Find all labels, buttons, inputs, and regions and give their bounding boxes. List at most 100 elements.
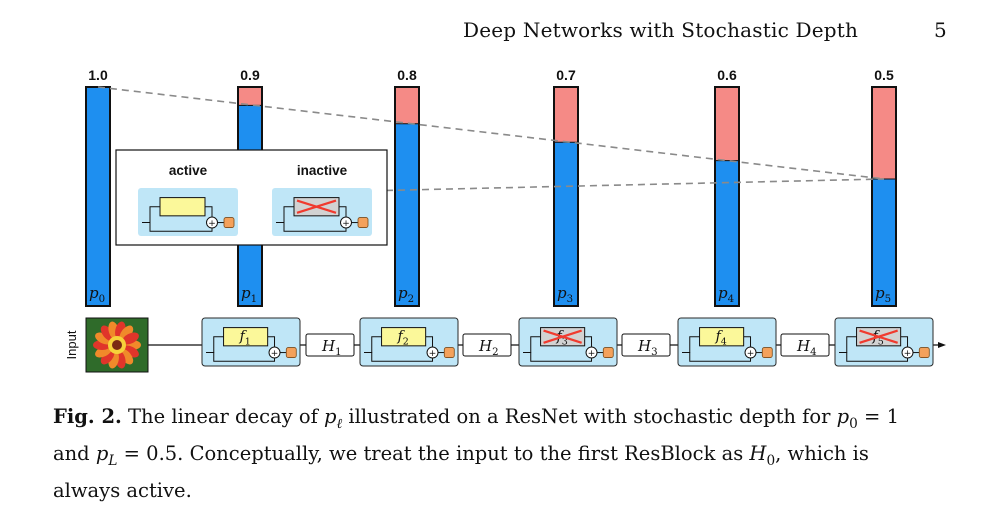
caption-line-1: Fig. 2. The linear decay of pℓ illustrat… [53,402,953,439]
bar-p-label: p2 [398,284,414,305]
flower-core [112,340,122,350]
drop-segment [238,87,262,106]
relu-node-icon [602,347,614,358]
transition-box [305,333,355,357]
survival-segment [872,178,896,306]
residual-skip-path [276,206,294,224]
caption-math: p [95,441,109,465]
transition-label: H2 [478,337,499,358]
caption-text: illustrated on a ResNet with stochastic … [342,405,837,428]
residual-output-path [339,206,347,217]
residual-skip-path [206,336,224,354]
input-image [85,317,149,373]
plus-icon: + [747,349,755,359]
residual-skip-path [364,336,382,354]
residual-output-path [743,336,752,347]
residual-function-box [223,327,269,347]
relu-node-icon [918,347,930,358]
caption-math: p [836,405,850,428]
caption-math-sub: ℓ [336,415,343,432]
cross-icon [859,329,898,344]
plus-icon: + [904,349,912,359]
bar-group-2: 0.8p2 [394,67,420,307]
petal-shape [119,349,134,365]
page-number: 5 [934,18,947,42]
caption-math: H [749,441,767,465]
caption-line-2: and pL = 0.5. Conceptually, we treat the… [53,439,953,476]
bar-outline [714,86,740,307]
arrow-icon [938,342,946,348]
transition-label: H4 [796,337,817,358]
bar-p-label: p0 [89,284,105,305]
relu-node-icon [223,217,235,228]
bar-outline [871,86,897,307]
caption-line-3: always active. [53,478,192,502]
petal-shape [122,332,139,345]
cross-icon [296,199,337,214]
drop-segment [554,87,578,143]
bar-group-5: 0.5p5 [871,67,897,307]
resblock-2: f2 + [359,317,459,367]
bar-outline [553,86,579,307]
relu-node-icon [357,217,369,228]
transition-h3: H3 [621,333,671,358]
reference-dashed-line [361,178,885,192]
legend-inactive-label: inactive [297,163,348,178]
caption-math-sub: 0 [849,415,858,432]
residual-output-path [584,336,593,347]
relu-node-icon [443,347,455,358]
transition-box [780,333,830,357]
caption-math-sub: L [108,452,118,469]
caption-math: p [324,405,337,428]
resblock-3: f3+ [518,317,618,367]
plus-icon: + [208,219,216,229]
residual-identity-path [213,352,276,362]
input-label: Input [64,330,79,359]
transition-box [621,333,671,357]
residual-function-box [699,327,745,347]
legend-active-label: active [169,163,208,178]
residual-identity-path [846,352,909,362]
residual-skip-path [523,336,541,354]
caption-text: , which is [775,441,869,465]
cross-icon [543,329,582,344]
survival-segment [395,123,419,307]
residual-skip-path [839,336,857,354]
residual-output-path [425,336,434,347]
bar-p-label: p1 [241,284,257,305]
residual-function-label: f4 [715,329,727,348]
residual-identity-path [371,352,434,362]
survival-prob-label: 1.0 [88,67,108,83]
drop-segment [395,87,419,124]
transition-h1: H1 [305,333,355,358]
plus-icon: + [429,349,437,359]
residual-function-label: f2 [397,329,409,348]
transition-label: H1 [321,337,342,358]
residual-identity-path [689,352,752,362]
residual-function-box [381,327,427,347]
petal-shape [100,325,115,341]
caption-text: and [53,441,96,465]
caption-fig-label: Fig. 2. [53,405,122,428]
bar-p-label: p4 [718,284,734,305]
bar-group-0: 1.0 p0 [85,67,111,307]
survival-segment [554,142,578,306]
drop-segment [715,87,739,161]
caption-math-sub: 0 [766,452,776,469]
residual-identity-path [149,222,213,232]
residual-skip-path [682,336,700,354]
drop-segment [872,87,896,179]
bar-outline [394,86,420,307]
residual-function-box [159,197,206,217]
relu-node-icon [285,347,297,358]
caption-text: = 0.5. Conceptually, we treat the input … [117,441,750,465]
resblock-1: f1+ [201,317,301,367]
resblock-5: f5+ [834,317,934,367]
plus-icon: + [588,349,596,359]
petal-shape [100,349,115,365]
residual-identity-path [530,352,593,362]
residual-output-path [267,336,276,347]
page-header: Deep Networks with Stochastic Depth 5 [0,14,1000,44]
survival-segment [715,160,739,306]
